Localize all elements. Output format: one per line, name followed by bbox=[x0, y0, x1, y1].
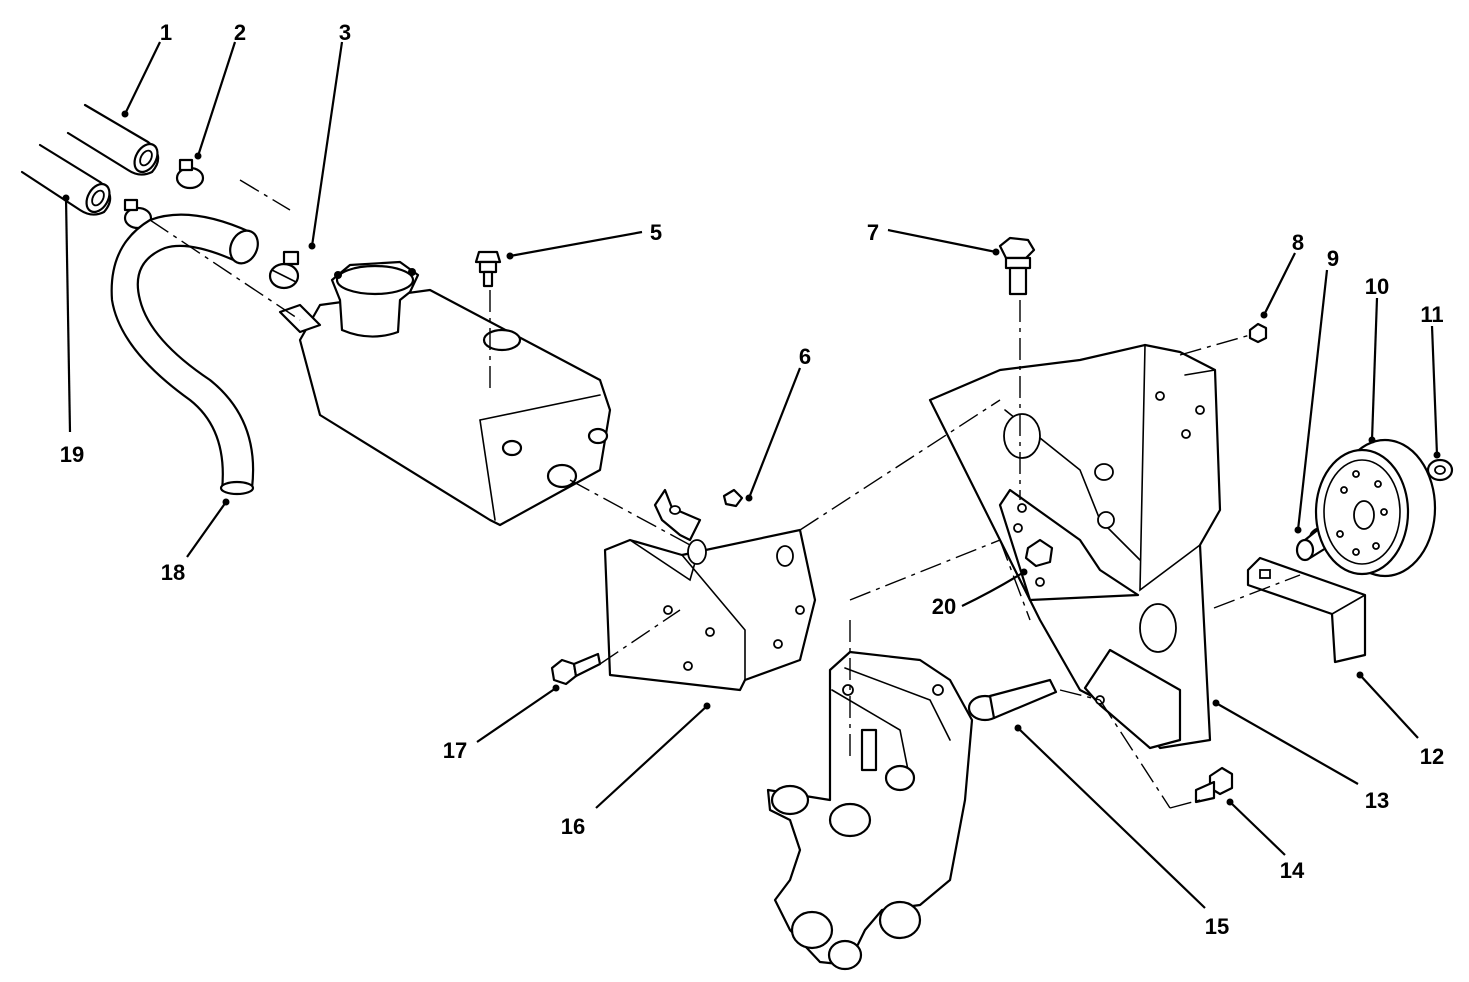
callout-1: 1 bbox=[160, 20, 172, 45]
carriage-bolt-15 bbox=[967, 678, 1058, 722]
callout-13: 13 bbox=[1365, 788, 1389, 813]
callout-3: 3 bbox=[339, 20, 351, 45]
callout-18: 18 bbox=[161, 560, 185, 585]
nut-20 bbox=[1024, 538, 1054, 568]
engine-housing bbox=[766, 650, 974, 971]
nut-11 bbox=[1426, 458, 1454, 482]
callout-6: 6 bbox=[799, 344, 811, 369]
hose-clamp-3 bbox=[268, 250, 300, 290]
mount-bracket-16 bbox=[603, 528, 817, 692]
leader-lines bbox=[62, 41, 1441, 909]
hose-19 bbox=[20, 143, 112, 216]
reservoir-cap bbox=[330, 260, 420, 338]
callout-15: 15 bbox=[1205, 914, 1229, 939]
formed-hose-18 bbox=[110, 213, 259, 496]
assembly-lines bbox=[149, 179, 1301, 809]
callout-20: 20 bbox=[932, 594, 956, 619]
callout-8: 8 bbox=[1292, 230, 1304, 255]
main-bracket-13 bbox=[928, 343, 1222, 750]
screw-14 bbox=[1194, 766, 1234, 804]
callout-2: 2 bbox=[234, 20, 246, 45]
reservoir-tank bbox=[278, 288, 612, 527]
nut-6 bbox=[722, 488, 744, 508]
callout-16: 16 bbox=[561, 814, 585, 839]
callout-7: 7 bbox=[867, 220, 879, 245]
nut-8 bbox=[1248, 322, 1268, 344]
belt-guide-12 bbox=[1246, 556, 1367, 664]
bolt-7 bbox=[998, 236, 1036, 296]
hose-1 bbox=[66, 103, 160, 176]
callout-10: 10 bbox=[1365, 274, 1389, 299]
callout-17: 17 bbox=[443, 738, 467, 763]
callout-11: 11 bbox=[1420, 302, 1443, 327]
hose-clamp-upper bbox=[175, 158, 205, 190]
callout-12: 12 bbox=[1420, 744, 1444, 769]
callout-9: 9 bbox=[1327, 246, 1339, 271]
screw-17 bbox=[550, 652, 602, 686]
pulley-10 bbox=[1314, 438, 1437, 578]
callout-5: 5 bbox=[650, 220, 662, 245]
callouts: 1 2 3 5 6 7 8 9 10 11 12 13 14 15 16 17 … bbox=[60, 20, 1444, 939]
clip-6 bbox=[653, 488, 702, 542]
callout-14: 14 bbox=[1280, 858, 1305, 883]
screw-5 bbox=[474, 250, 502, 288]
callout-19: 19 bbox=[60, 442, 84, 467]
